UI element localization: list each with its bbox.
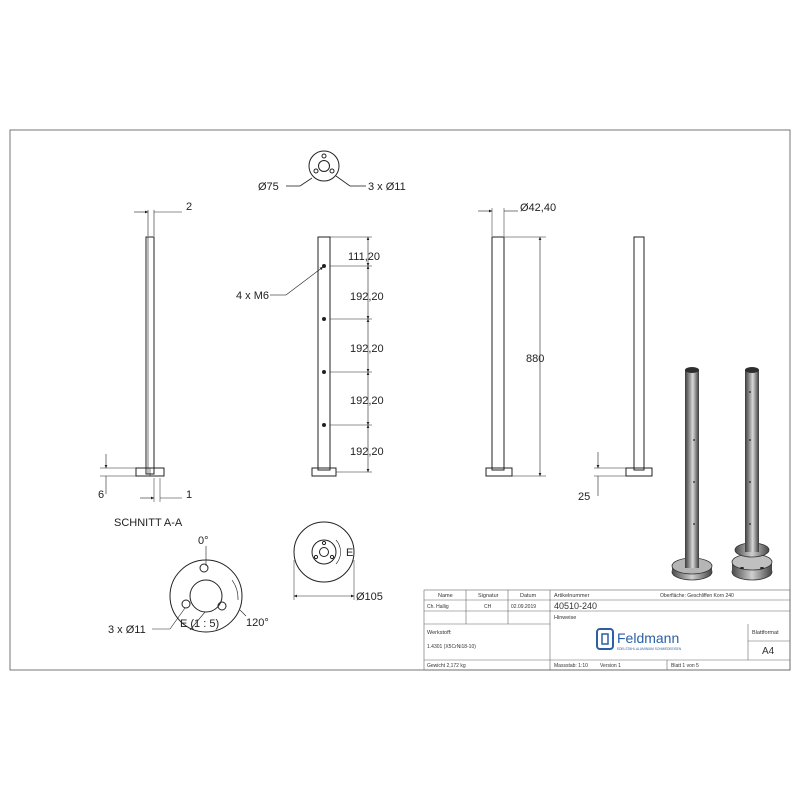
dim-192-20-b: 192,20: [350, 343, 384, 355]
dim-4xm6: 4 x M6: [236, 290, 269, 302]
dim-1: 1: [186, 489, 192, 501]
render-post-2: [731, 367, 773, 581]
tb-massstab: Massstab: 1:10: [554, 663, 588, 669]
tb-header-blattformat: Blattformat: [752, 630, 779, 636]
dim-3xdia11-detail: 3 x Ø11: [108, 624, 146, 636]
dim-192-20-c: 192,20: [350, 395, 384, 407]
dim-111-20: 111,20: [348, 251, 380, 263]
detail-e-marker: E: [346, 547, 353, 559]
section-label: SCHNITT A-A: [114, 517, 183, 529]
tb-gewicht: Gewicht 2,172 kg: [427, 663, 466, 669]
dim-880: 880: [526, 353, 544, 365]
tb-name: Ch. Hallig: [427, 604, 449, 610]
tb-header-signatur: Signatur: [478, 593, 499, 599]
tb-header-hinweise: Hinweise: [554, 615, 576, 621]
tb-blattformat: A4: [762, 646, 775, 657]
tb-version: Version 1: [600, 663, 621, 669]
dim-3xdia11: 3 x Ø11: [368, 181, 406, 193]
logo-name: Feldmann: [617, 630, 679, 646]
dim-192-20-a: 192,20: [350, 291, 384, 303]
tb-datum: 02.09.2019: [511, 604, 536, 610]
tb-artikel: 40510-240: [554, 601, 597, 611]
dim-dia42-40: Ø42,40: [520, 202, 556, 214]
dim-25: 25: [578, 491, 590, 503]
tb-blatt: Blatt 1 von 5: [671, 663, 699, 669]
title-block: [423, 589, 791, 671]
flange-detail-e: [152, 546, 247, 633]
dim-6: 6: [98, 489, 104, 501]
tb-header-werkstoff: Werkstoff:: [427, 630, 452, 636]
dim-dia75: Ø75: [258, 181, 279, 193]
flange-hub-view: [293, 521, 355, 600]
tb-header-artikel: Artikelnummer: [554, 593, 590, 599]
logo-tagline: EDELSTAHL ALUMINIUM SCHMIEDEEISEN: [617, 647, 682, 651]
side-view: [594, 236, 653, 496]
angle-0: 0°: [198, 535, 209, 547]
front-view-height: [478, 208, 546, 477]
sheet-border: [9, 129, 791, 671]
feldmann-logo: Feldmann EDELSTAHL ALUMINIUM SCHMIEDEEIS…: [596, 628, 682, 651]
tb-werkstoff: 1.4301 (X5CrNi18-10): [427, 644, 476, 650]
tb-oberflaeche: Oberfläche: Geschliffen Korn 240: [660, 593, 734, 599]
render-post-1: [671, 367, 713, 581]
top-view-flange: [286, 150, 366, 187]
tb-signatur: CH: [484, 604, 492, 610]
section-view: [100, 210, 182, 502]
angle-120: 120°: [246, 617, 269, 629]
front-view-holes: [270, 236, 372, 477]
dim-dia105: Ø105: [356, 591, 383, 603]
detail-e-label: E (1 : 5): [180, 618, 219, 630]
tb-header-datum: Datum: [520, 593, 537, 599]
tb-header-name: Name: [438, 593, 453, 599]
dim-wall-2: 2: [186, 201, 192, 213]
dim-192-20-d: 192,20: [350, 446, 384, 458]
